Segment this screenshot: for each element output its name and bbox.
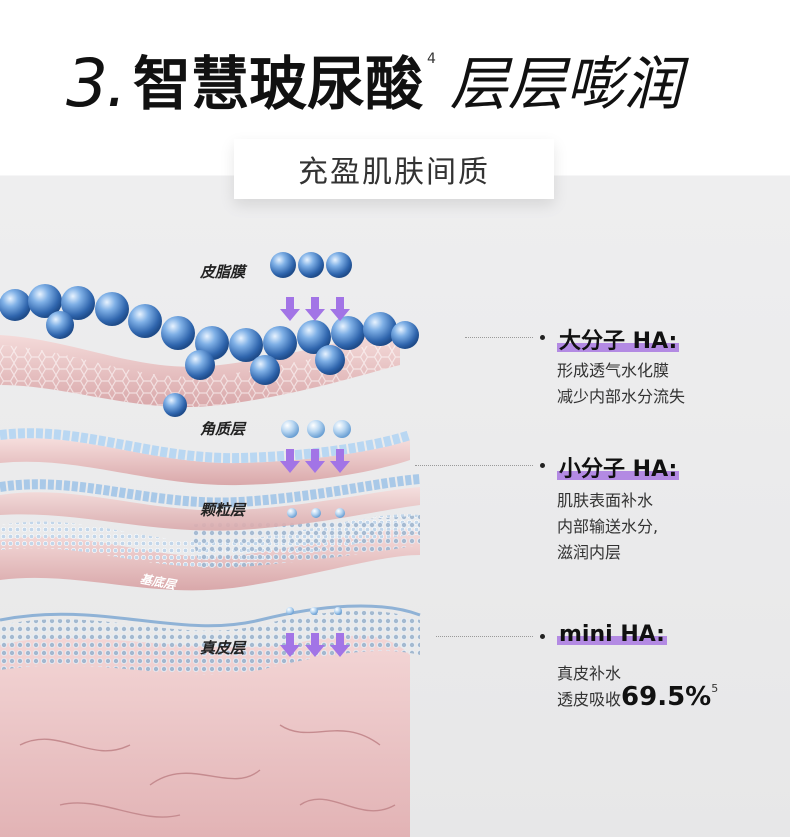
subtitle: 充盈肌肤间质 bbox=[298, 155, 490, 190]
callout-line: 真皮补水 bbox=[557, 664, 622, 683]
floating-small-molecules bbox=[281, 420, 351, 615]
leader-line bbox=[465, 337, 533, 338]
headline-footnote: 4 bbox=[427, 51, 436, 67]
skin-layers-illustration bbox=[0, 252, 421, 837]
callout-title: 大分子 HA: bbox=[557, 329, 680, 354]
label-sebum: 皮脂膜 bbox=[200, 263, 246, 281]
headline-light: 层层嘭润 bbox=[449, 50, 682, 118]
callout-line: 内部输送水分, bbox=[557, 517, 659, 536]
callout-line: 减少内部水分流失 bbox=[557, 387, 686, 406]
floating-big-molecules bbox=[270, 252, 352, 278]
leader-line bbox=[415, 465, 533, 466]
label-stratum-corneum: 角质层 bbox=[200, 420, 246, 438]
bullet bbox=[540, 335, 545, 340]
penetration-line: 透皮吸收69.5%5 bbox=[557, 682, 718, 712]
bullet bbox=[540, 463, 545, 468]
callout-title: mini HA: bbox=[557, 622, 667, 647]
big-ha-beads bbox=[0, 284, 419, 417]
callout-line: 滋润内层 bbox=[557, 543, 622, 562]
penetration-label: 透皮吸收 bbox=[557, 690, 622, 709]
penetration-footnote: 5 bbox=[711, 682, 719, 695]
bullet bbox=[540, 634, 545, 639]
callout-line: 肌肤表面补水 bbox=[557, 491, 654, 510]
penetration-arrows bbox=[280, 297, 350, 657]
subtitle-box: 充盈肌肤间质 bbox=[234, 139, 554, 199]
callout-line: 形成透气水化膜 bbox=[557, 361, 670, 380]
headline-number: 3. bbox=[66, 45, 127, 122]
callout-title: 小分子 HA: bbox=[557, 457, 680, 482]
skin-diagram: 皮脂膜 角质层 颗粒层 基底层 真皮层 bbox=[0, 225, 460, 837]
penetration-value: 69.5% bbox=[621, 682, 712, 712]
label-dermis: 真皮层 bbox=[200, 639, 246, 657]
headline-bold: 智慧玻尿酸 bbox=[132, 50, 423, 118]
leader-line bbox=[436, 636, 533, 637]
headline: 3. 智慧玻尿酸 4 层层嘭润 bbox=[66, 44, 766, 124]
label-granular: 颗粒层 bbox=[200, 501, 246, 519]
